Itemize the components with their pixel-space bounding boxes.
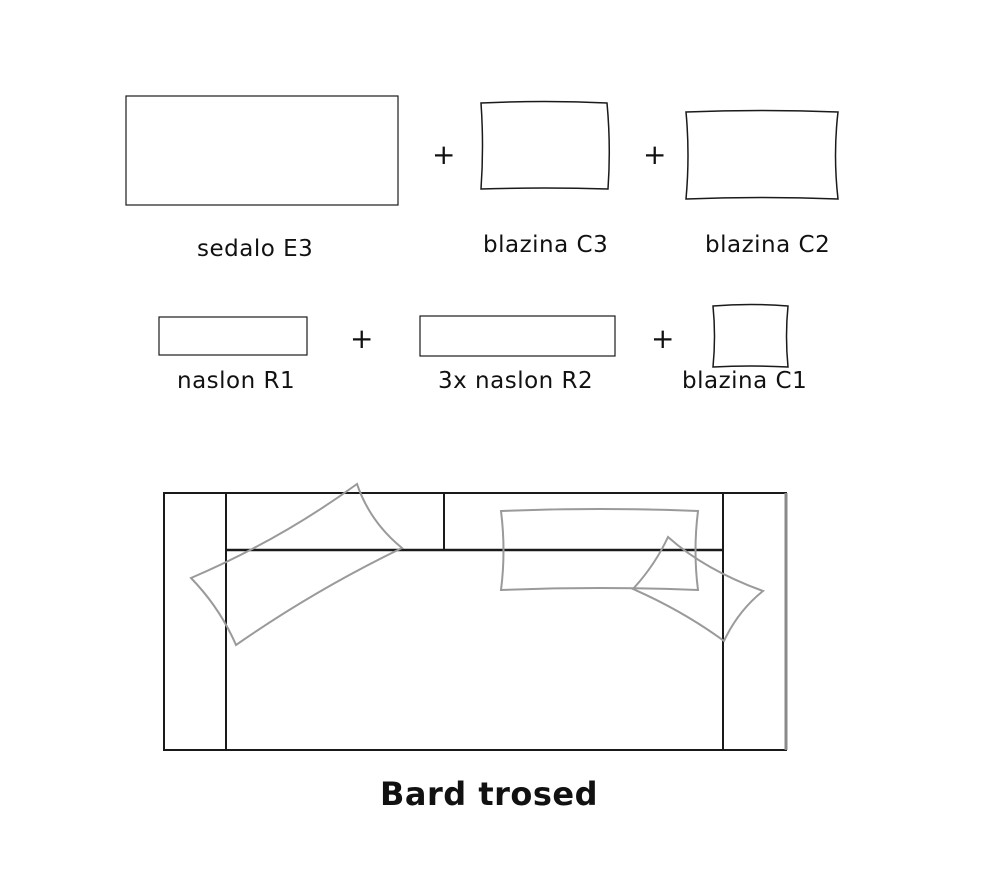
backrest-r2-shape [419, 315, 616, 357]
pillow-left-tilted [189, 482, 404, 647]
cushion-c3-shape [480, 100, 611, 190]
diagram-title: Bard trosed [380, 775, 599, 813]
label-cushion-c3: blazina C3 [483, 232, 609, 258]
sofa-top-view [163, 492, 788, 751]
label-seat-e3: sedalo E3 [197, 236, 314, 262]
sofa-outer-frame [163, 492, 787, 751]
seat-e3-shape [125, 95, 399, 206]
label-cushion-c2: blazina C2 [705, 232, 831, 258]
label-backrest-r2: 3x naslon R2 [438, 368, 594, 394]
label-cushion-c1: blazina C1 [682, 368, 808, 394]
cushion-c1-shape [712, 303, 789, 368]
backrest-r1-shape [158, 316, 308, 356]
plus-sign: + [350, 322, 374, 355]
pillow-center [499, 508, 700, 592]
plus-sign: + [432, 138, 456, 171]
label-backrest-r1: naslon R1 [177, 368, 296, 394]
cushion-c2-shape [685, 109, 839, 200]
pillow-right-tilted [631, 535, 766, 643]
plus-sign: + [643, 138, 667, 171]
plus-sign: + [651, 322, 675, 355]
